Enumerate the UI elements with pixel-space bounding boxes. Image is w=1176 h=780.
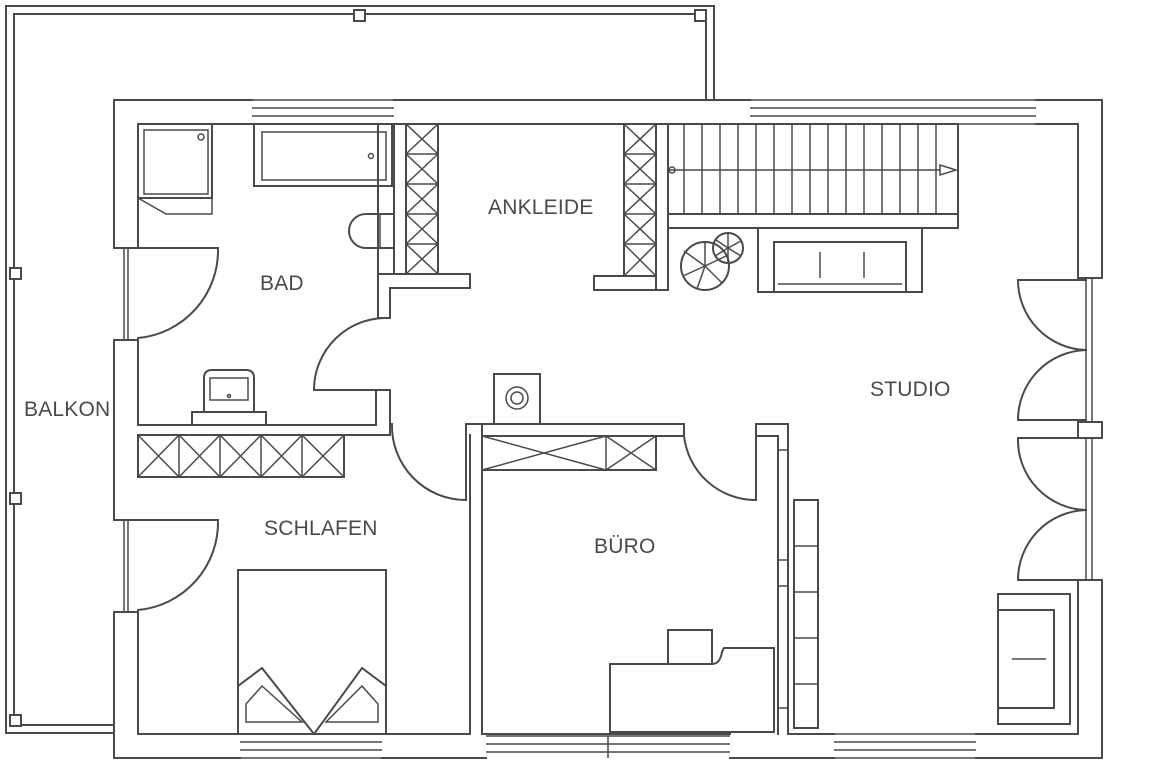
bed	[236, 569, 388, 736]
room-label-ankleide: ANKLEIDE	[488, 196, 593, 219]
bathtub	[253, 123, 393, 187]
wardrobes	[137, 123, 657, 478]
room-label-balkon: BALKON	[24, 398, 110, 421]
armchair	[997, 593, 1071, 725]
balcony	[5, 5, 715, 734]
room-label-buero: BÜRO	[594, 535, 655, 558]
washbasin	[203, 369, 255, 411]
balcony-post	[353, 9, 366, 22]
staircase	[667, 123, 959, 215]
shower	[137, 123, 213, 199]
toilet	[348, 213, 393, 249]
desk	[609, 629, 775, 733]
balcony-post	[9, 267, 22, 280]
balcony-post	[9, 492, 22, 505]
room-label-studio: STUDIO	[870, 378, 951, 401]
balcony-post	[694, 9, 707, 22]
doors	[136, 247, 1088, 612]
plant	[680, 232, 744, 291]
exterior-walls	[113, 99, 1103, 759]
stove	[493, 373, 541, 425]
shelf	[793, 499, 819, 729]
room-label-bad: BAD	[260, 272, 304, 295]
office-chair	[667, 629, 713, 665]
bathroom-fixtures	[137, 123, 393, 426]
sideboard	[757, 227, 923, 293]
balcony-post	[9, 714, 22, 727]
room-label-schlafen: SCHLAFEN	[264, 517, 378, 540]
room-labels: BALKON BAD ANKLEIDE STUDIO SCHLAFEN BÜRO	[24, 196, 951, 558]
